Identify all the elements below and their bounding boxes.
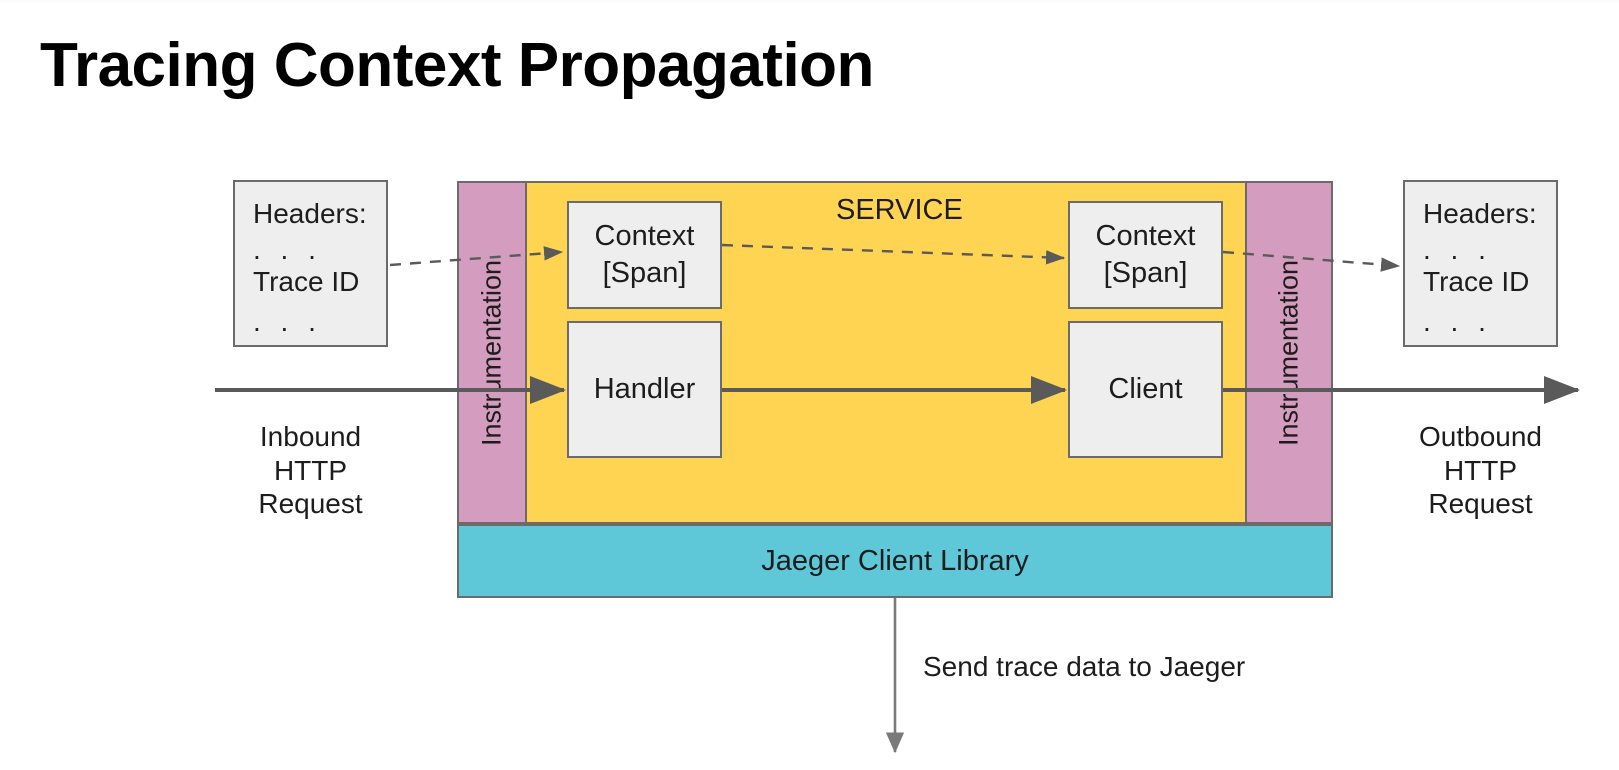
service-label: SERVICE <box>836 194 963 226</box>
inbound-headers-title: Headers: <box>253 198 367 229</box>
left-instrumentation-column: Instrumentation <box>457 181 527 524</box>
right-context-line-1: Context <box>1095 219 1196 252</box>
inbound-headers-field: Trace ID <box>253 266 360 297</box>
outbound-headers-dots-top: . . . <box>1423 234 1492 265</box>
left-instrumentation-label: Instrumentation <box>476 259 507 446</box>
outbound-request-caption: Outbound HTTP Request <box>1393 420 1568 521</box>
inbound-request-caption: Inbound HTTP Request <box>233 420 388 521</box>
top-strip-decoration <box>0 0 1619 6</box>
outbound-headers-dots-bottom: . . . <box>1423 306 1492 337</box>
outbound-headers-title: Headers: <box>1423 198 1537 229</box>
client-label: Client <box>1108 372 1183 405</box>
send-trace-data-label: Send trace data to Jaeger <box>923 651 1246 682</box>
inbound-caption-line-2: HTTP <box>273 454 348 486</box>
page-title: Tracing Context Propagation <box>40 31 874 100</box>
inbound-headers-dots-bottom: . . . <box>253 306 322 337</box>
right-instrumentation-label: Instrumentation <box>1273 259 1304 446</box>
inbound-caption-line-1: Inbound <box>259 421 362 452</box>
right-instrumentation-column: Instrumentation <box>1245 181 1333 524</box>
outbound-headers-field: Trace ID <box>1423 266 1530 297</box>
inbound-headers-box: Headers: . . . Trace ID . . . <box>233 180 388 347</box>
right-context-span-box: Context [Span] <box>1068 201 1223 309</box>
outbound-caption-line-1: Outbound <box>1419 421 1542 452</box>
handler-box: Handler <box>567 321 722 458</box>
left-context-span-box: Context [Span] <box>567 201 722 309</box>
left-context-line-1: Context <box>594 219 695 252</box>
outbound-caption-line-3: Request <box>1428 488 1533 520</box>
client-box: Client <box>1068 321 1223 458</box>
inbound-headers-dots-top: . . . <box>253 234 322 265</box>
right-context-line-2: [Span] <box>1103 257 1188 289</box>
inbound-caption-line-3: Request <box>258 488 363 520</box>
outbound-headers-box: Headers: . . . Trace ID . . . <box>1403 180 1558 347</box>
jaeger-client-library-bar: Jaeger Client Library <box>457 524 1333 598</box>
handler-label: Handler <box>593 372 696 405</box>
jaeger-client-library-label: Jaeger Client Library <box>761 544 1029 577</box>
outbound-caption-line-2: HTTP <box>1443 454 1518 486</box>
left-context-line-2: [Span] <box>602 257 687 289</box>
